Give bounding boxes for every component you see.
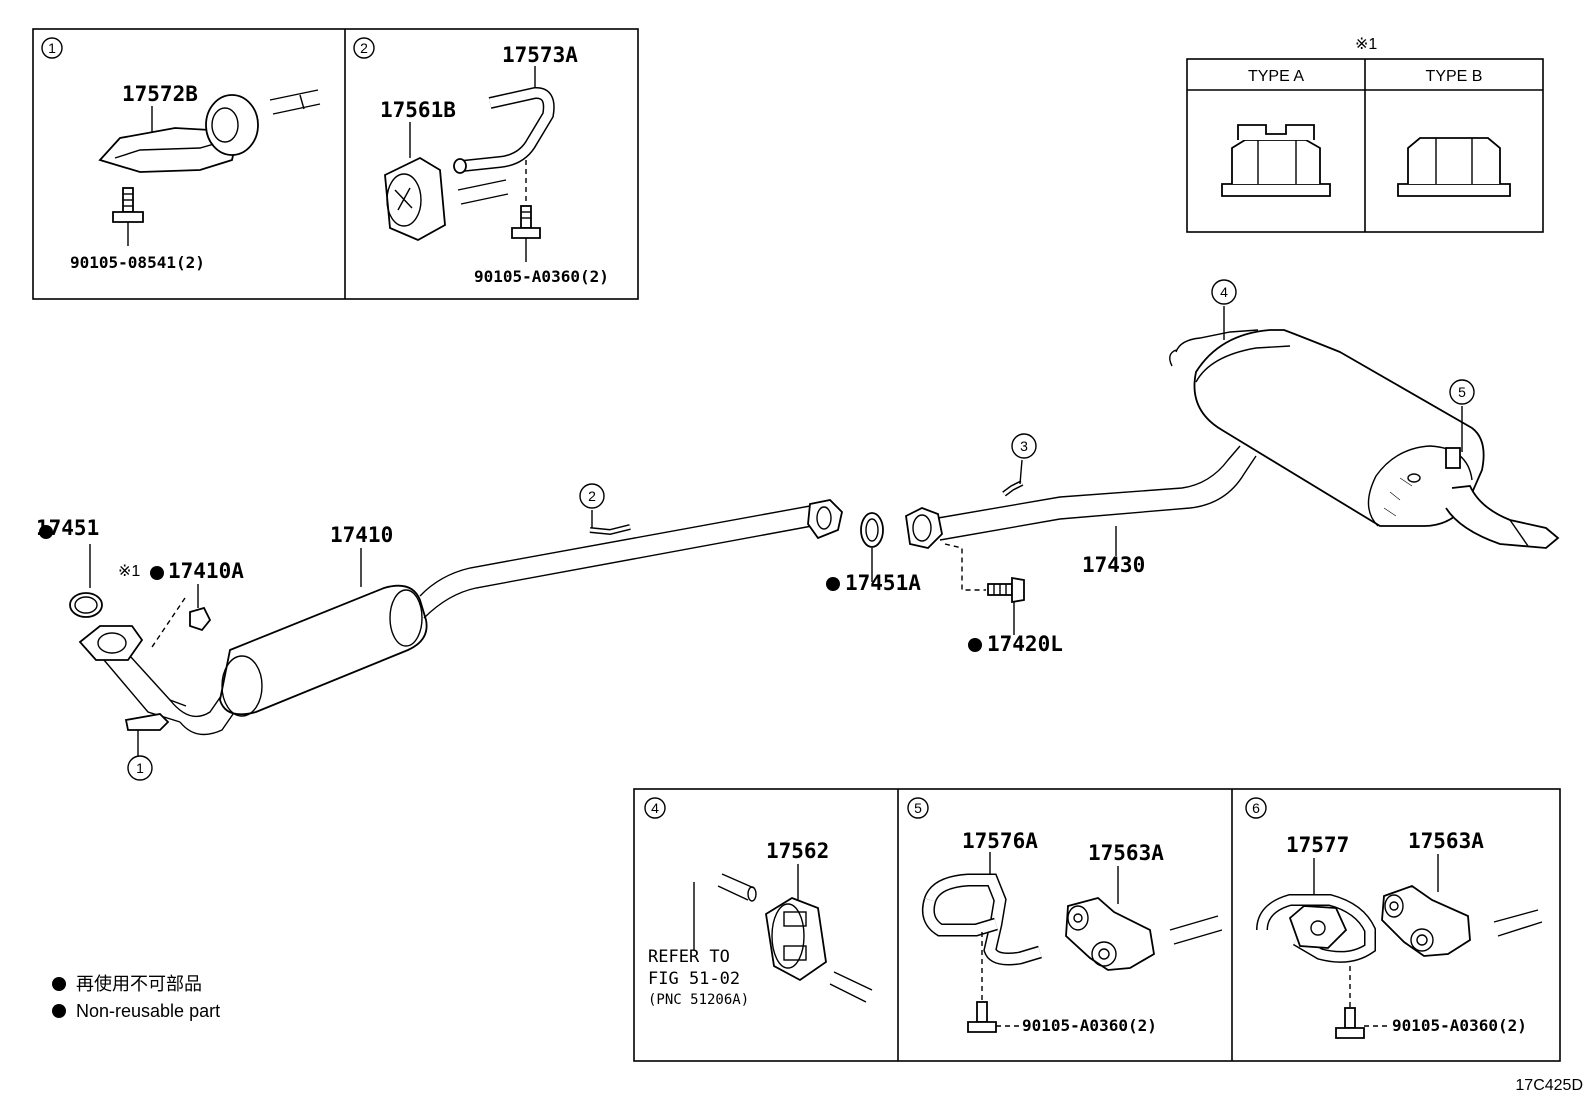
- type-a-header: TYPE A: [1248, 68, 1304, 85]
- inset-1-number: 1: [48, 40, 56, 56]
- non-reusable-dot-icon: [150, 566, 164, 580]
- rubber-ring-icon: [205, 94, 259, 156]
- callout-4: 4: [1220, 284, 1228, 300]
- center-pipe: [419, 505, 813, 619]
- legend: 再使用不可部品 Non-reusable part: [52, 974, 220, 1021]
- inset-4-refer-line2: FIG 51-02: [648, 969, 740, 989]
- callout-5: 5: [1458, 384, 1466, 400]
- callout-3: 3: [1020, 438, 1028, 454]
- inset-2-number: 2: [360, 40, 368, 56]
- type-b-nut-icon: [1397, 137, 1511, 197]
- inset-5-part-17563a: 17563A: [1088, 841, 1164, 865]
- non-reusable-dot-icon: [968, 638, 982, 652]
- inset-6-number: 6: [1252, 800, 1260, 816]
- label-17410: 17410: [330, 523, 393, 547]
- callout-1: 1: [136, 760, 144, 776]
- label-17420l: 17420L: [987, 632, 1063, 656]
- inset-5-part-17576a: 17576A: [962, 829, 1038, 853]
- inset-4-refer-line3: (PNC 51206A): [648, 992, 749, 1008]
- non-reusable-dot-icon: [826, 577, 840, 591]
- inset-4-number: 4: [651, 800, 659, 816]
- main-muffler-17430: [1169, 329, 1560, 549]
- nut-17410a: [189, 606, 212, 632]
- main-assembly: 17451 ※1 17410A 17410 1: [36, 279, 1560, 781]
- nut-type-note-mark: ※1: [1355, 36, 1377, 53]
- inset-6-part-17563a: 17563A: [1408, 829, 1484, 853]
- type-b-header: TYPE B: [1426, 68, 1483, 85]
- label-17451a: 17451A: [845, 571, 921, 595]
- nut-types-table: ※1 TYPE A TYPE B: [1186, 36, 1544, 233]
- inset-2: 2 17573A 17561B 90105-A0360(2): [353, 37, 609, 286]
- callout-circle-4: [1211, 279, 1237, 305]
- tail-pipe: [937, 445, 1257, 541]
- non-reusable-dot-icon: [52, 1004, 66, 1018]
- inset-2-part-17573a: 17573A: [502, 43, 578, 67]
- legend-jp: 再使用不可部品: [76, 974, 202, 994]
- inset-6: 6 17577 17563A 90105-A0360(2): [1245, 797, 1543, 1039]
- inset-5: 5 17576A 17563A 90105-A0360(2): [907, 797, 1223, 1035]
- figure-code: 17C425D: [1515, 1077, 1583, 1094]
- inset-1: 1 17572B 90105-08541(2): [41, 37, 321, 272]
- legend-en: Non-reusable part: [76, 1001, 220, 1021]
- callout-circle-1: [127, 755, 153, 781]
- callout-circle-3: [1011, 433, 1037, 459]
- callout-2: 2: [588, 488, 596, 504]
- non-reusable-dot-icon: [39, 525, 53, 539]
- inset-6-bolt-label: 90105-A0360(2): [1392, 1016, 1527, 1035]
- inset-1-bolt-label: 90105-08541(2): [70, 253, 205, 272]
- inset-box-4-5-6: [633, 788, 1561, 1062]
- callout-circle-5: [1449, 379, 1475, 405]
- label-17410a: 17410A: [168, 559, 244, 583]
- front-muffler-17410: [219, 584, 428, 717]
- label-17430: 17430: [1082, 553, 1145, 577]
- inset-5-bolt-label: 90105-A0360(2): [1022, 1016, 1157, 1035]
- bolt-icon: [967, 1001, 997, 1033]
- rubber-bracket-17563a-2: [1381, 884, 1471, 957]
- inset-4: 4 17562 REFER TO FIG 51-02 (PNC 51206A): [644, 797, 873, 1008]
- rubber-isolator-17561b: [384, 156, 446, 242]
- inset-box-1-2: [32, 28, 639, 300]
- nut-note-mark: ※1: [118, 563, 140, 580]
- bolt-icon: [1335, 1007, 1365, 1039]
- inset-5-number: 5: [914, 800, 922, 816]
- bolt-icon: [511, 205, 541, 239]
- type-a-nut-icon: [1221, 124, 1331, 197]
- bolt-icon: [112, 187, 144, 223]
- center-flange: [807, 499, 843, 540]
- gasket-17451a: [860, 512, 884, 548]
- inset-4-refer-line1: REFER TO: [648, 947, 730, 967]
- front-flange: [78, 625, 144, 661]
- rubber-isolator-17562: [765, 897, 827, 982]
- rubber-bracket-17563a: [1065, 897, 1155, 971]
- inset-2-part-17561b: 17561B: [380, 98, 456, 122]
- inset-2-bolt-label: 90105-A0360(2): [474, 267, 609, 286]
- inset-1-part-17572b: 17572B: [122, 82, 198, 106]
- callout-circle-2: [579, 483, 605, 509]
- inset-6-part-17577: 17577: [1286, 833, 1349, 857]
- inset-1-callout-circle: [41, 37, 63, 59]
- non-reusable-dot-icon: [52, 977, 66, 991]
- inset-4-part-17562: 17562: [766, 839, 829, 863]
- bolt-17420l: [987, 576, 1025, 604]
- tail-flange: [905, 507, 943, 549]
